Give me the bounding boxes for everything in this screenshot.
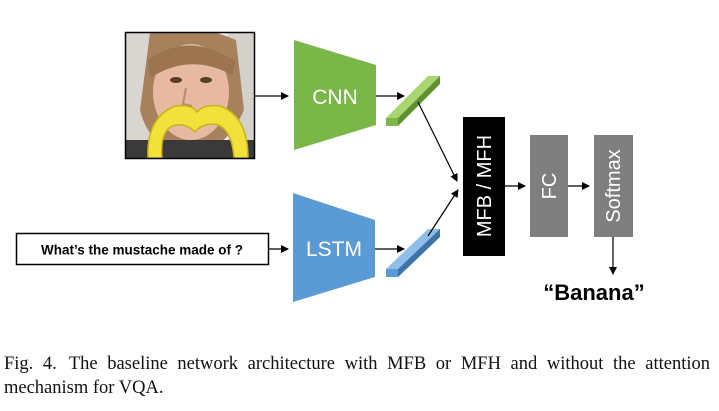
lstm-label: LSTM (306, 238, 362, 261)
architecture-diagram: CNN What’s the mustache made of ? LSTM M… (15, 31, 645, 305)
question-box (15, 232, 270, 266)
question-text: What’s the mustache made of ? (41, 243, 243, 258)
caption-text: The baseline network architecture with M… (4, 354, 711, 398)
figure-number: Fig. 4. (4, 354, 57, 374)
cnn-label: CNN (312, 86, 358, 109)
input-image-frame (124, 31, 256, 160)
question-feature-vector (386, 229, 440, 277)
lstm-block (293, 193, 375, 302)
fc-label: FC (539, 173, 561, 200)
input-image (126, 33, 254, 158)
fusion-label: MFB / MFH (474, 135, 496, 237)
fc-block (530, 135, 568, 237)
fusion-block (463, 117, 505, 256)
image-feature-vector (386, 76, 440, 126)
arrow-image-feature-to-fusion (417, 101, 458, 182)
answer-text: “Banana” (543, 280, 644, 305)
arrow-question-feature-to-fusion (427, 189, 459, 237)
cnn-block (294, 40, 376, 150)
softmax-label: Softmax (603, 149, 625, 222)
softmax-block (594, 135, 633, 237)
figure-caption: Fig. 4.The baseline network architecture… (4, 352, 710, 400)
